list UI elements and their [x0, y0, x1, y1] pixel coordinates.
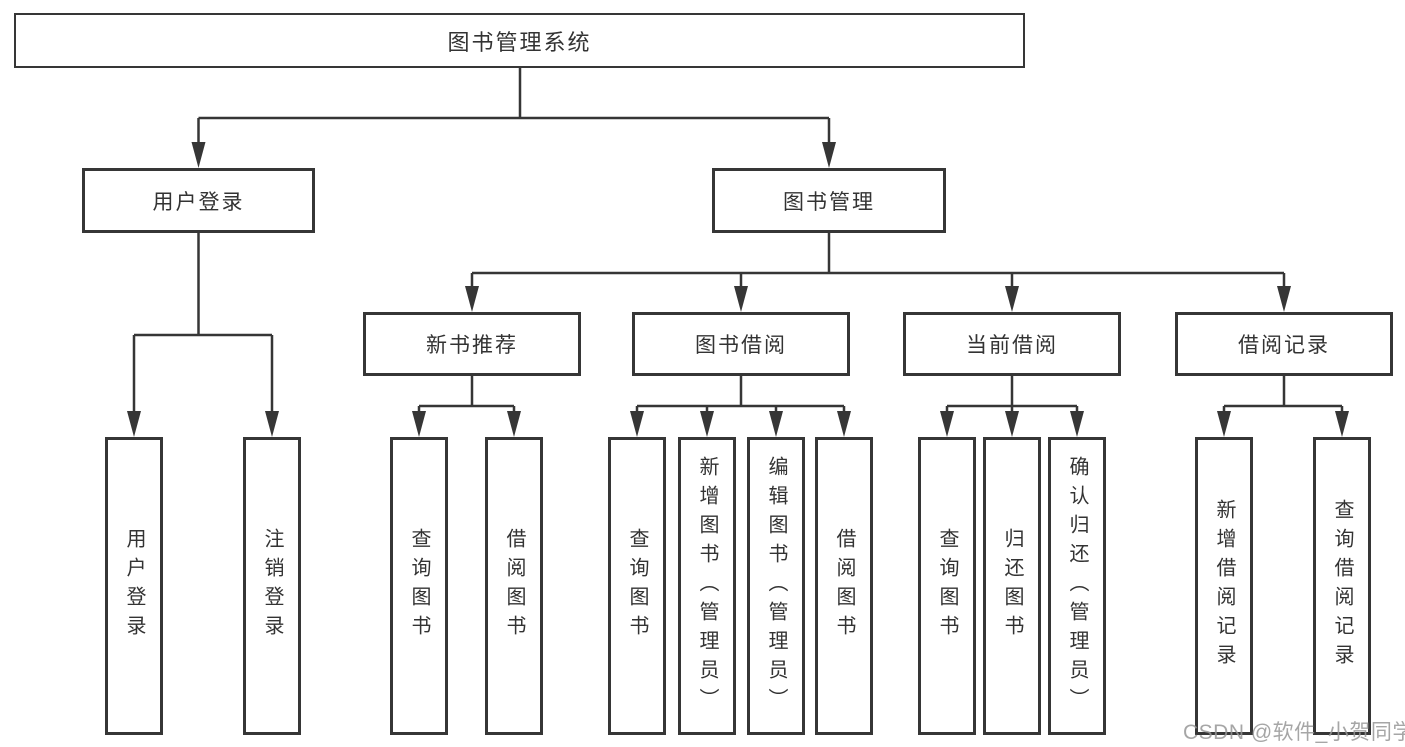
leaf-return-books: 归还图书	[983, 437, 1041, 735]
node-root-system: 图书管理系统	[14, 13, 1025, 68]
watermark: CSDN @软件_小贺同学	[1183, 721, 1405, 744]
node-borrow-records: 借阅记录	[1175, 312, 1393, 376]
leaf-query-books-borrow: 查询图书	[608, 437, 666, 735]
leaf-query-books-recommend: 查询图书	[390, 437, 448, 735]
leaf-confirm-return-admin: 确认归还（管理员）	[1048, 437, 1106, 735]
leaf-add-borrow-record: 新增借阅记录	[1195, 437, 1253, 735]
leaf-query-books-borrow-label: 查询图书	[626, 528, 648, 644]
leaf-borrow-books-recommend-label: 借阅图书	[503, 528, 525, 644]
leaf-add-book-admin: 新增图书（管理员）	[678, 437, 736, 735]
node-book-borrow-label: 图书借阅	[695, 334, 787, 357]
leaf-query-books-current: 查询图书	[918, 437, 976, 735]
leaf-add-borrow-record-label: 新增借阅记录	[1213, 499, 1235, 673]
node-current-borrow: 当前借阅	[903, 312, 1121, 376]
node-book-management: 图书管理	[712, 168, 946, 233]
leaf-confirm-return-admin-label: 确认归还（管理员）	[1066, 455, 1088, 717]
leaf-borrow-books-label: 借阅图书	[833, 528, 855, 644]
node-user-login: 用户登录	[82, 168, 315, 233]
connector-paths	[132, 68, 1344, 414]
leaf-query-books-current-label: 查询图书	[936, 528, 958, 644]
leaf-logout: 注销登录	[243, 437, 301, 735]
leaf-query-borrow-record: 查询借阅记录	[1313, 437, 1371, 735]
node-book-management-label: 图书管理	[783, 190, 875, 214]
node-new-book-recommend: 新书推荐	[363, 312, 581, 376]
node-new-book-recommend-label: 新书推荐	[426, 334, 518, 357]
node-user-login-label: 用户登录	[152, 190, 245, 214]
leaf-edit-book-admin: 编辑图书（管理员）	[747, 437, 805, 735]
leaf-query-borrow-record-label: 查询借阅记录	[1331, 499, 1353, 673]
leaf-user-login-label: 用户登录	[123, 528, 145, 644]
leaf-borrow-books: 借阅图书	[815, 437, 873, 735]
node-root-label: 图书管理系统	[447, 29, 592, 55]
leaf-user-login: 用户登录	[105, 437, 163, 735]
leaf-add-book-admin-label: 新增图书（管理员）	[696, 455, 718, 717]
leaf-edit-book-admin-label: 编辑图书（管理员）	[765, 455, 787, 717]
arrowheads	[127, 142, 1349, 437]
node-book-borrow: 图书借阅	[632, 312, 850, 376]
leaf-logout-label: 注销登录	[261, 528, 283, 644]
node-borrow-records-label: 借阅记录	[1238, 334, 1330, 357]
node-current-borrow-label: 当前借阅	[966, 334, 1058, 357]
leaf-borrow-books-recommend: 借阅图书	[485, 437, 543, 735]
leaf-query-books-recommend-label: 查询图书	[408, 528, 430, 644]
leaf-return-books-label: 归还图书	[1001, 528, 1023, 644]
